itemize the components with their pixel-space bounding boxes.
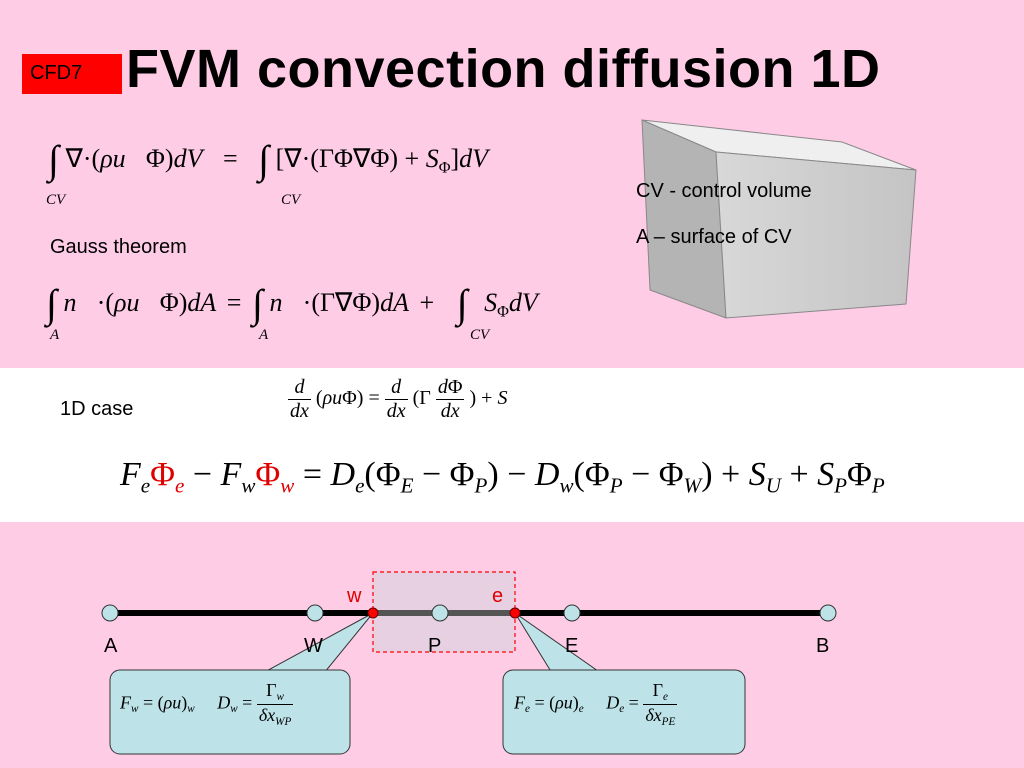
discretized-equation: FeΦe − FwΦw = De(ΦE − ΦP) − Dw(ΦP − ΦW) … (120, 456, 885, 498)
limit-a-2: A (259, 327, 269, 343)
callout-pointer-e (514, 612, 610, 679)
face-e (509, 607, 521, 619)
node-label-P: P (428, 635, 441, 657)
node-P (431, 604, 449, 622)
node-label-W: W (304, 635, 323, 657)
integral-equation: ∫ ∇·(ρu⃗Φ)dV = ∫ [∇·(ΓΦ∇Φ) + SΦ]dV (48, 137, 489, 182)
node-A (101, 604, 119, 622)
face-w (367, 607, 379, 619)
slide-title: FVM convection diffusion 1D (126, 39, 881, 99)
control-volume-cube (641, 119, 917, 319)
node-B (819, 604, 837, 622)
limit-cv-3: CV (470, 327, 490, 343)
gauss-label: Gauss theorem (50, 236, 187, 258)
node-label-A: A (104, 635, 118, 657)
callout-box-e (502, 669, 746, 755)
middle-panel (0, 368, 1024, 522)
limit-cv-2: CV (281, 192, 301, 208)
cv-definition: CV - control volume (636, 180, 812, 202)
grid-diagram: A W P E B w e (101, 571, 837, 755)
a-definition: A – surface of CV (636, 226, 792, 248)
face-label-w: w (346, 585, 362, 607)
callout-box-w (109, 669, 351, 755)
node-label-B: B (816, 635, 829, 657)
case-1d-label: 1D case (60, 398, 134, 420)
node-E (563, 604, 581, 622)
slide-badge: CFD7 (22, 54, 122, 94)
limit-a-1: A (50, 327, 60, 343)
limit-cv-1: CV (46, 192, 66, 208)
node-label-E: E (565, 635, 578, 657)
face-label-e: e (492, 585, 503, 607)
node-W (306, 604, 324, 622)
gauss-equation: ∫ n⃗·(ρu⃗Φ)dA = ∫ n⃗·(Γ∇Φ)dA + ∫ SΦdV (46, 281, 538, 326)
